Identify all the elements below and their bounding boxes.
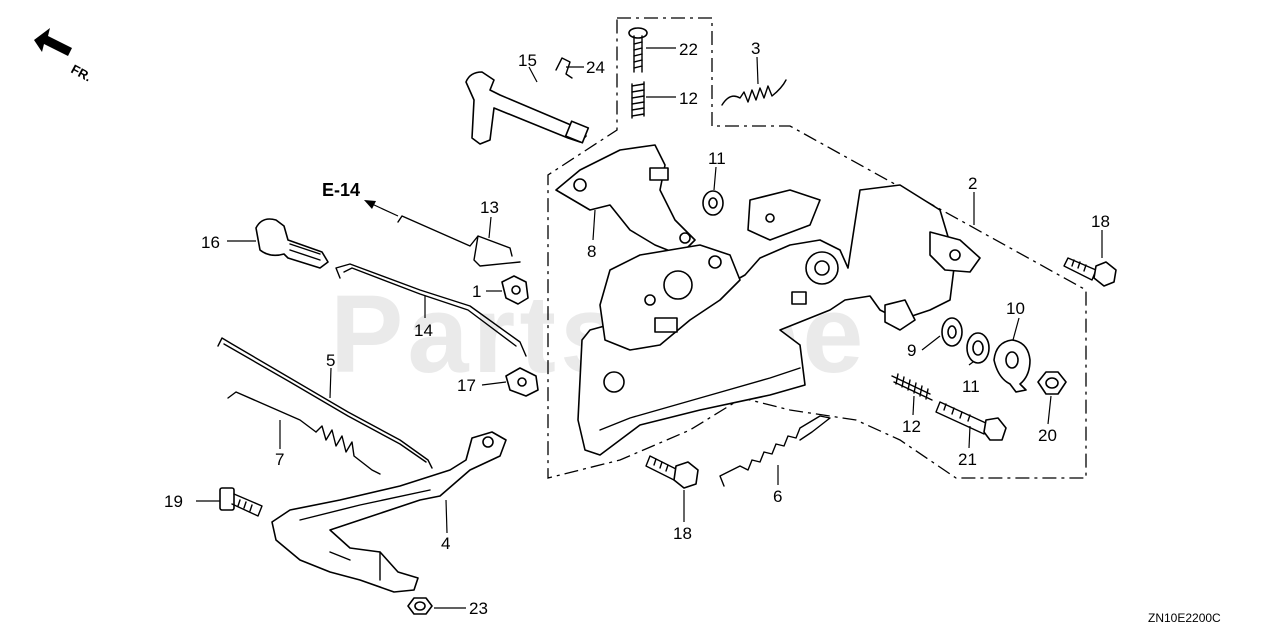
callout-22: 22 [679,40,698,59]
callout-17: 17 [457,376,476,395]
nut-23 [407,597,433,615]
bolt-18-right [1063,257,1117,287]
callout-15: 15 [518,51,537,70]
rod-14 [335,263,527,357]
callout-6: 6 [773,487,782,506]
callout-5: 5 [326,351,335,370]
callout-3: 3 [751,39,760,58]
callout-19: 19 [164,492,183,511]
joint-1 [501,275,529,305]
callouts: 15 24 22 12 3 11 8 2 18 16 13 1 14 5 17 … [164,39,1110,618]
bolt-22 [628,27,648,73]
callout-24: 24 [586,58,605,77]
callout-10: 10 [1006,299,1025,318]
callout-1: 1 [472,282,481,301]
callout-20: 20 [1038,426,1057,445]
clip-24 [555,57,573,79]
spring-6 [719,415,831,487]
callout-16: 16 [201,233,220,252]
throttle-plate [599,244,741,351]
assembly-outline [547,17,1087,479]
callout-18-right: 18 [1091,212,1110,231]
nut-20 [1037,371,1067,395]
reference-label: E-14 [322,180,360,200]
bolt-19 [219,487,263,517]
rod-13 [397,215,521,267]
control-base-bracket [577,184,981,456]
callout-18-bottom: 18 [673,524,692,543]
spring-12-lower [891,373,933,401]
orientation-label: FR. [69,61,95,84]
lever-10 [993,339,1031,393]
rod-5 [217,337,433,469]
choke-lever-15 [465,71,590,145]
callout-13: 13 [480,198,499,217]
choke-knob-16 [255,218,329,269]
bolt-18-bottom [645,455,699,489]
washer-9 [941,317,963,347]
reference-arrow-icon [364,200,399,217]
washer-11-upper [702,190,724,216]
callout-9: 9 [907,341,916,360]
spring-12-upper [631,81,645,119]
callout-8: 8 [587,242,596,261]
spring-7 [227,391,381,475]
callout-11-lower: 11 [962,377,980,396]
callout-11-upper: 11 [708,149,726,168]
leader-lines [196,47,1103,609]
washer-11-lower [966,332,990,364]
callout-23: 23 [469,599,488,618]
callout-14: 14 [414,321,433,340]
lever-4 [271,431,507,593]
diagram-code: ZN10E2200C [1148,611,1221,625]
joint-17 [505,367,539,397]
callout-7: 7 [275,450,284,469]
callout-12-lower: 12 [902,417,921,436]
spring-3 [721,79,787,106]
callout-4: 4 [441,534,450,553]
front-arrow-icon [34,28,72,56]
callout-12-upper: 12 [679,89,698,108]
bolt-21 [935,401,1007,441]
governor-plate [555,144,696,256]
callout-21: 21 [958,450,977,469]
callout-2: 2 [968,174,977,193]
